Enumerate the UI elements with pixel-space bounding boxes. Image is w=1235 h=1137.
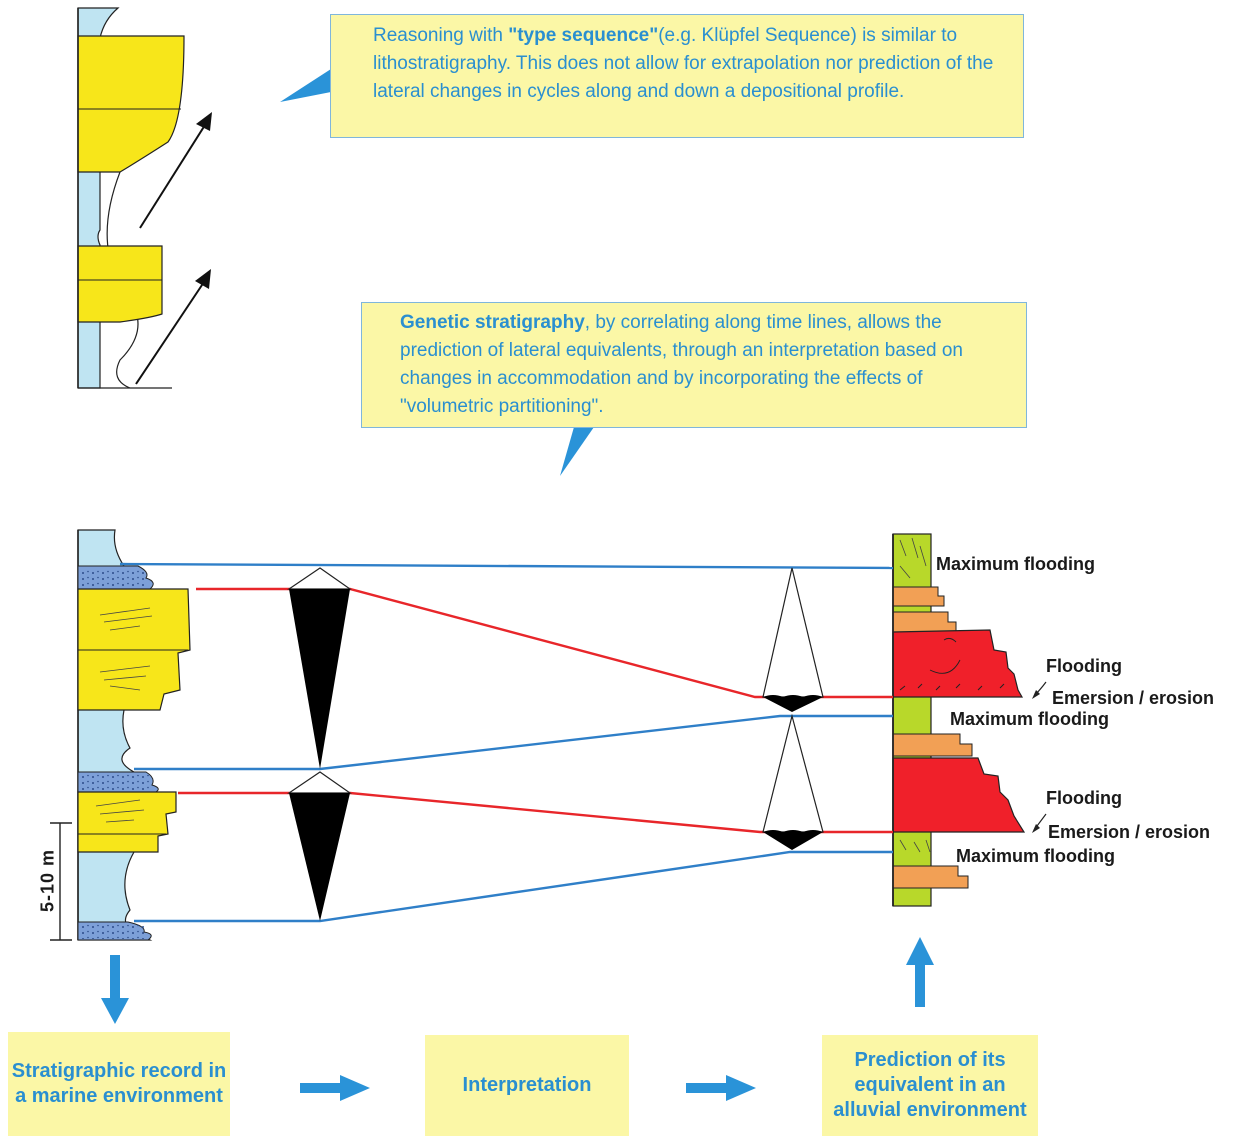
blue-time-line (134, 714, 893, 771)
callout-text: (e.g. Klüpfel Sequence) is similar to li… (373, 25, 994, 102)
stratigraphic-record-box: Stratigraphic record in a marine environ… (8, 1032, 230, 1136)
up-arrow (906, 937, 934, 1007)
label-maximum-flooding: Maximum flooding (950, 709, 1109, 729)
coarsening-upward-arrow (135, 269, 211, 385)
red-time-line (178, 791, 893, 834)
callout-keyword: Genetic stratigraphy (400, 312, 585, 333)
red-time-line (196, 587, 893, 699)
blue-time-line (134, 850, 893, 923)
coarsening-upward-arrow (139, 112, 212, 229)
alluvial-sand-thin (892, 586, 945, 607)
interpretation-box: Interpretation (425, 1035, 629, 1136)
label-emersion-erosion: Emersion / erosion (1052, 688, 1215, 708)
label-maximum-flooding: Maximum flooding (936, 554, 1095, 574)
down-arrow (101, 955, 129, 1024)
blue-time-line (119, 562, 894, 570)
callout-keyword: "type sequence" (508, 25, 659, 46)
type-column-sand-upper (77, 35, 185, 173)
label-flooding: Flooding (1046, 656, 1122, 676)
type-column-sand-lower (77, 245, 163, 323)
alluvial-sand-thin (892, 733, 973, 757)
alluvial-sand-thin (892, 865, 969, 889)
alluvial-channel-sandstone (892, 757, 1026, 833)
alluvial-column (892, 533, 1026, 907)
callout-pointer (560, 427, 594, 476)
type-sequence-column (77, 7, 185, 389)
right-arrow (686, 1075, 756, 1101)
right-arrow (300, 1075, 370, 1101)
scale-bar (50, 822, 72, 941)
callout-pointer (280, 69, 331, 102)
marine-column (77, 529, 191, 941)
callout-text: Reasoning with (373, 25, 509, 46)
accommodation-cycle-alluvial (762, 567, 824, 850)
genetic-stratigraphy-callout: Genetic stratigraphy, by correlating alo… (361, 302, 1027, 428)
alluvial-sand-thin (892, 611, 957, 633)
marine-sandstone (77, 791, 177, 853)
callout-text: , by correlating along time lines, allow… (400, 312, 963, 417)
label-emersion-erosion: Emersion / erosion (1048, 822, 1211, 842)
time-lines (119, 562, 894, 923)
type-sequence-callout: Reasoning with "type sequence"(e.g. Klüp… (330, 14, 1024, 138)
marine-sandstone (77, 588, 191, 711)
label-maximum-flooding: Maximum flooding (956, 846, 1115, 866)
accommodation-cycle-marine (287, 567, 352, 921)
prediction-box: Prediction of its equivalent in an alluv… (822, 1035, 1038, 1136)
label-flooding: Flooding (1046, 788, 1122, 808)
